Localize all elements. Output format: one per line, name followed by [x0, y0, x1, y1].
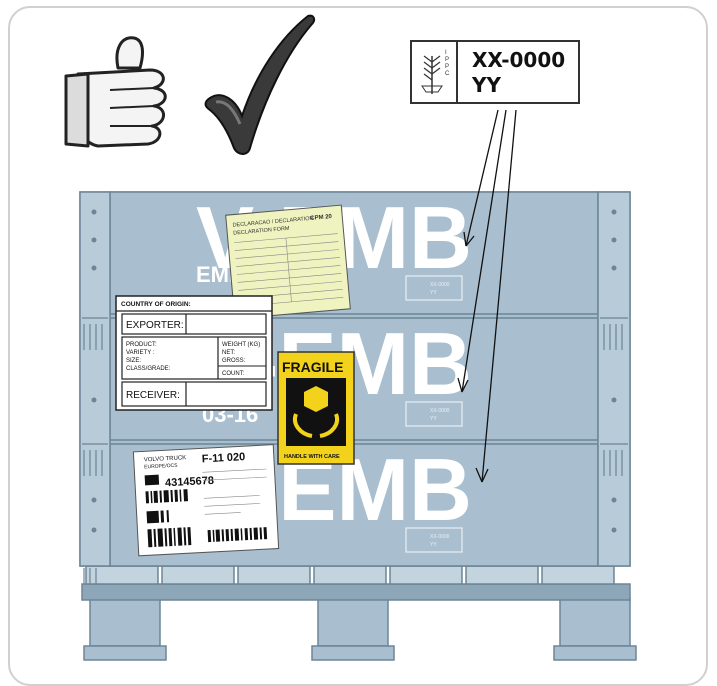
svg-text:VARIETY :: VARIETY : — [126, 350, 155, 356]
svg-text:EXPORTER:: EXPORTER: — [126, 320, 184, 331]
svg-text:SIZE:: SIZE: — [126, 358, 141, 364]
pallet-foot — [560, 598, 630, 646]
svg-text:HANDLE WITH CARE: HANDLE WITH CARE — [284, 454, 340, 460]
svg-text:XX-0000: XX-0000 — [430, 282, 450, 288]
svg-text:COUNTRY OF ORIGIN:: COUNTRY OF ORIGIN: — [121, 301, 191, 308]
svg-text:GROSS:: GROSS: — [222, 358, 246, 364]
svg-text:XX-0000: XX-0000 — [430, 534, 450, 540]
fragile-label: FRAGILE HANDLE WITH CARE — [278, 352, 354, 464]
svg-text:PRODUCT:: PRODUCT: — [126, 342, 157, 348]
svg-text:YY: YY — [430, 290, 437, 296]
pallet-foot — [90, 598, 160, 646]
pallet-deck — [82, 584, 630, 600]
barcode-label: VOLVO TRUCK EUROPE/OCS F-11 020 43145678 — [133, 445, 278, 556]
svg-text:YY: YY — [430, 542, 437, 548]
svg-text:YY: YY — [430, 416, 437, 422]
svg-text:WEIGHT (KG): WEIGHT (KG) — [222, 342, 260, 348]
svg-text:XX-0000: XX-0000 — [430, 408, 450, 414]
svg-text:CLASS/GRADE:: CLASS/GRADE: — [126, 366, 171, 372]
shipping-label: COUNTRY OF ORIGIN: EXPORTER: PRODUCT: VA… — [116, 296, 272, 410]
svg-text:RECEIVER:: RECEIVER: — [126, 390, 180, 401]
svg-text:F-11 020: F-11 020 — [202, 451, 246, 465]
svg-text:FRAGILE: FRAGILE — [282, 359, 343, 375]
pallet-foot — [318, 598, 388, 646]
svg-text:COUNT:: COUNT: — [222, 371, 245, 377]
svg-text:NET:: NET: — [222, 350, 235, 356]
svg-text:43145678: 43145678 — [165, 475, 215, 490]
